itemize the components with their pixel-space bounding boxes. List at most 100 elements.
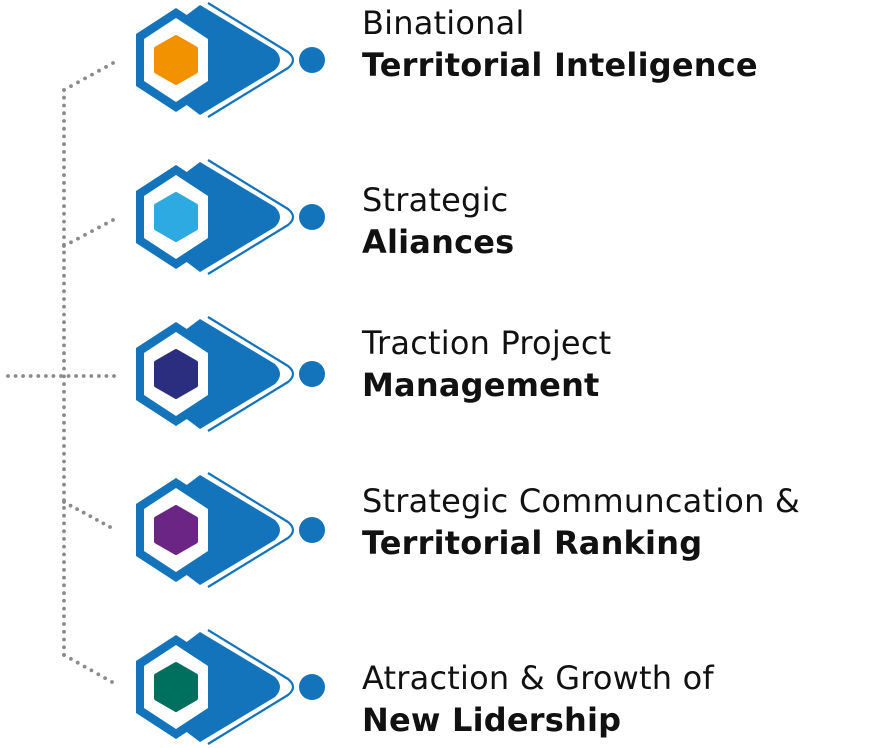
connector-trunk-dot [62,181,66,185]
hexagon-arrow-icon [136,472,325,588]
node-dot [299,517,325,543]
connector-trunk-dot [62,328,66,332]
connector-branch-4-dot [75,507,79,511]
connector-trunk-dot [62,436,66,441]
item-3: Traction Project Management [0,314,885,434]
connector-branch-4-dot [95,518,99,522]
connector-branch-1-dot [69,84,73,88]
connector-branch-4-dot [101,521,106,526]
item-title: Aliances [362,223,515,261]
connector-horizontal-dot [13,374,18,378]
connector-trunk-dot [62,606,66,611]
connector-branch-4-dot [68,503,73,508]
inner-hexagon [154,505,198,555]
hexagon-arrow-icon [136,316,325,432]
connector-trunk-dot [62,359,66,363]
connector-branch-4-dot [81,510,86,515]
connector-trunk-dot [62,188,66,193]
connector-trunk-dot [62,103,66,108]
connector-branch-1-dot [97,68,101,73]
connector-trunk-dot [62,560,66,564]
connector-trunk-dot [62,420,66,425]
connector-trunk-dot [62,258,66,263]
connector-trunk-dot [62,250,66,255]
connector-branch-1-dot [90,72,94,77]
arrow-outline [207,159,295,275]
connector-trunk-dot [62,150,66,154]
arrow-outline [207,629,295,745]
node-dot [299,674,325,700]
connector-trunk-dot [62,289,66,294]
item-4: Strategic Communcation & Territorial Ran… [0,470,885,590]
connector-branch-2-dot [111,218,115,222]
connector-branch-2-dot [104,221,108,226]
connector-branch-2-dot [76,236,80,241]
connector-branch-5-dot [75,660,80,665]
connector-horizontal-dot [97,374,101,378]
item-subtitle: Strategic Communcation & [362,482,801,520]
connector-trunk-dot [62,629,66,634]
connector-branch-1-dot [83,76,87,81]
arrow-outline [207,316,295,432]
connector-branch-1-dot [111,61,115,65]
connector-trunk-dot [62,266,66,270]
item-subtitle: Traction Project [362,324,612,362]
connector-trunk-dot [62,111,66,116]
connector-trunk-dot [62,413,66,417]
connector-trunk-dot [62,312,66,317]
connector-branch-4-dot [88,514,93,519]
connector-trunk-dot [62,428,66,433]
arrow-outline [207,2,295,118]
connector-trunk-dot [62,273,66,278]
connector-trunk-dot [62,583,66,588]
connector-trunk-dot [62,622,66,626]
connector-trunk-dot [62,165,66,170]
connector-trunk-dot [62,343,66,348]
connector-trunk-dot [62,591,66,595]
item-label: Atraction & Growth of New Lidership [362,657,714,741]
connector-trunk-dot [62,389,66,394]
connector-trunk-dot [62,598,66,603]
arrow-outline [207,472,295,588]
item-label: Traction Project Management [362,322,611,406]
connector-trunk-dot [62,544,66,549]
connector-trunk-dot [62,397,66,402]
connector-horizontal-dot [112,374,116,378]
connector-trunk-dot [62,335,66,340]
connector-horizontal-dot [28,374,33,378]
connector-trunk-dot [62,467,66,472]
connector-trunk-dot [62,366,66,371]
connector-trunk-dot [62,405,66,410]
item-5: Atraction & Growth of New Lidership [0,627,885,747]
connector-trunk-dot [62,304,66,309]
connector-trunk-dot [62,320,66,325]
connector-trunk-dot [62,568,66,572]
inner-hexagon [154,35,198,85]
connector-trunk-dot [62,134,66,139]
connector-branch-4-dot [108,525,112,529]
connector-trunk-dot [62,219,66,224]
connector-trunk-dot [62,552,66,557]
node-dot [299,204,325,230]
item-title: Territorial Inteligence [362,46,758,84]
connector-horizontal-dot [104,374,109,378]
connector-trunk-dot [62,382,66,386]
connector-branch-5-dot [110,680,114,684]
connector-branch-1-dot [104,65,108,69]
connector-horizontal-dot [51,374,56,378]
connector-trunk-dot [62,451,66,456]
connector-trunk-dot [62,119,66,123]
item-2: Strategic Aliances [0,157,885,277]
hexagon-arrow-icon [136,2,325,118]
hexagon-arrow-icon [136,159,325,275]
connector-branch-1-dot [76,80,80,85]
connector-trunk-dot [62,196,66,201]
item-label: Strategic Communcation & Territorial Ran… [362,480,800,564]
inner-hexagon [154,349,198,399]
connector-trunk-dot [62,490,66,495]
connector-branch-2-dot [62,244,66,248]
connector-trunk-dot [62,235,66,240]
connector-branch-5-dot [69,657,73,661]
connector-horizontal-dot [89,374,94,378]
